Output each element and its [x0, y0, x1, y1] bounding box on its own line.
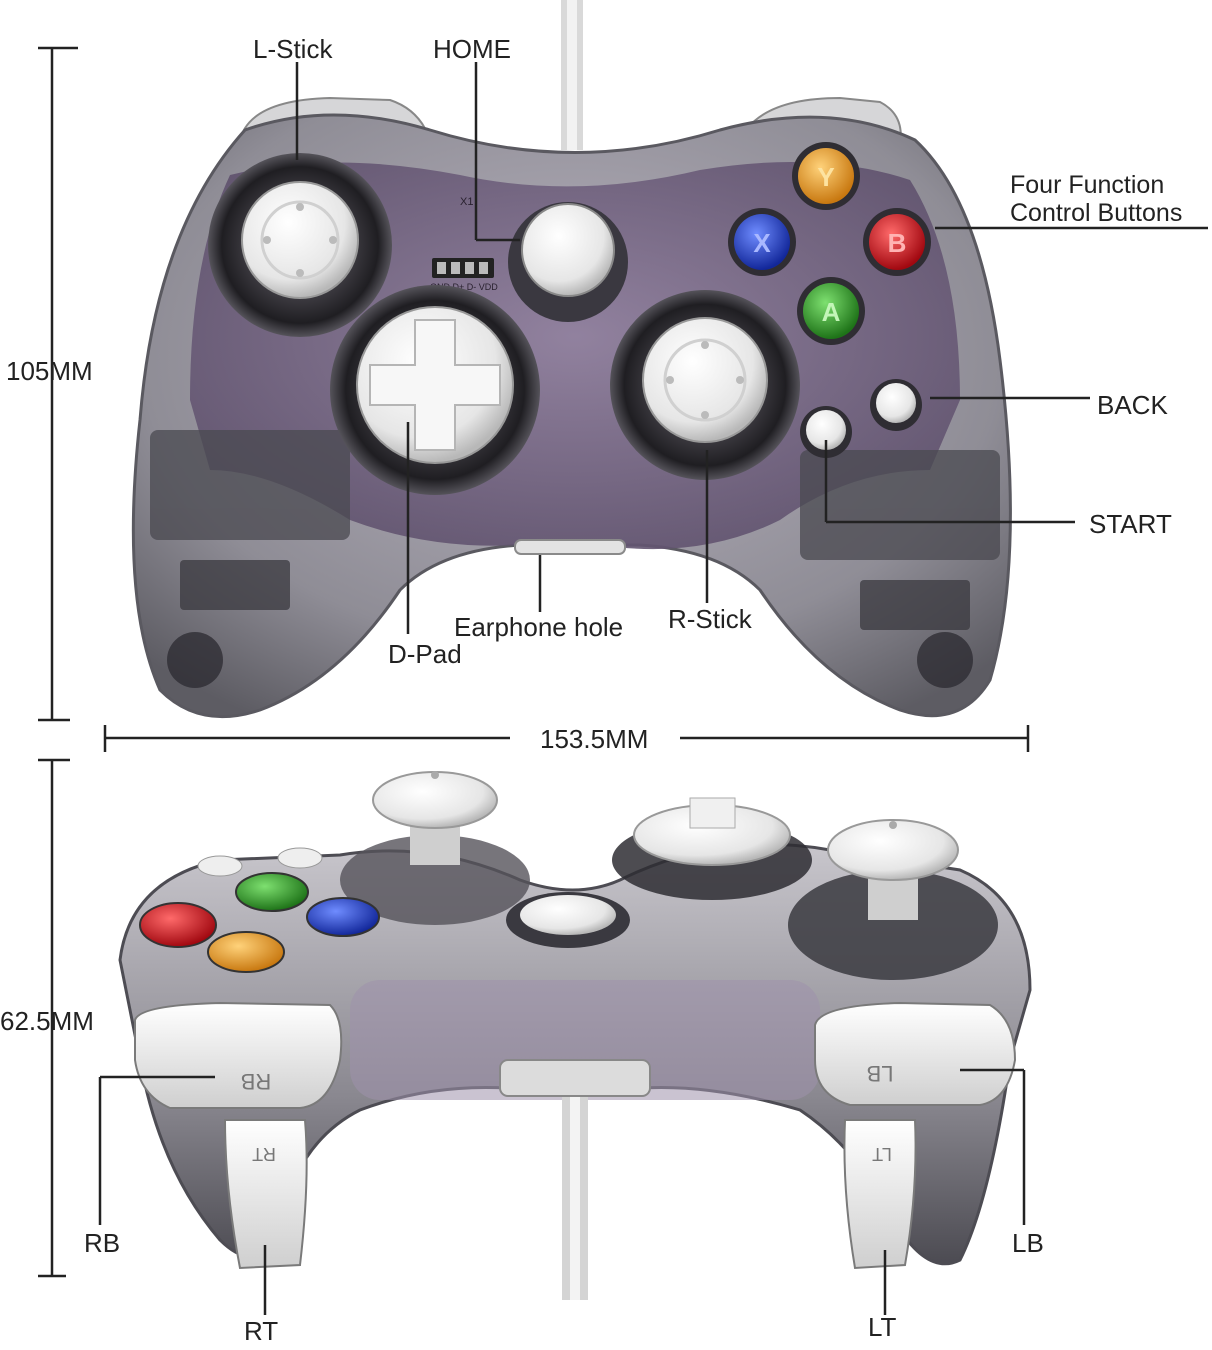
left-stick-back — [340, 771, 530, 925]
dpad-back — [612, 797, 812, 900]
left-stick — [208, 153, 392, 337]
label-home: HOME — [433, 34, 511, 64]
face-buttons: Y X B A — [728, 142, 931, 345]
callout-lines — [38, 46, 1208, 1315]
face-buttons-back — [139, 847, 380, 973]
back-internals — [350, 980, 820, 1100]
label-r-stick: R-Stick — [668, 604, 752, 634]
dimension-width: 153.5MM — [540, 724, 649, 754]
svg-text:A: A — [822, 297, 841, 327]
label-rt: RT — [244, 1316, 279, 1346]
home-button-back — [506, 892, 630, 948]
right-stick — [610, 290, 800, 480]
a-button: A — [797, 277, 865, 345]
rb-bumper: RB — [134, 1001, 343, 1109]
svg-text:B: B — [888, 228, 907, 258]
svg-text:LT: LT — [872, 1144, 892, 1164]
right-stick-back — [788, 819, 998, 980]
controller-back-view: RB LB RT LT — [118, 771, 1032, 1300]
home-button — [508, 202, 628, 322]
x-button: X — [728, 208, 796, 276]
label-four-function: Four Function — [1010, 171, 1165, 199]
earphone-hole — [514, 539, 626, 555]
b-button: B — [863, 208, 931, 276]
lb-bumper: LB — [814, 1001, 1017, 1106]
controller-top-view: GND D+ D- VDD X1 — [131, 0, 1012, 719]
label-lb: LB — [1012, 1228, 1044, 1258]
dpad — [330, 285, 540, 495]
svg-text:X: X — [753, 228, 771, 258]
label-d-pad: D-Pad — [388, 639, 462, 669]
pcb-pins-text: GND D+ D- VDD — [430, 282, 498, 292]
dimension-height-bottom: 62.5MM — [0, 1006, 94, 1036]
pcb-chip-text: X1 — [460, 196, 473, 208]
label-back: BACK — [1097, 390, 1168, 420]
label-lt: LT — [868, 1312, 897, 1342]
label-start: START — [1089, 509, 1172, 539]
cable-port — [499, 1059, 651, 1097]
label-rb: RB — [84, 1228, 121, 1258]
svg-text:LB: LB — [867, 1061, 894, 1086]
y-button: Y — [792, 142, 860, 210]
back-button — [870, 379, 922, 431]
svg-text:Y: Y — [817, 162, 834, 192]
left-grip-internals — [150, 430, 350, 688]
svg-text:RB: RB — [241, 1069, 272, 1094]
right-grip-internals — [800, 450, 1000, 688]
lt-trigger: LT — [843, 1119, 917, 1270]
start-button — [800, 406, 852, 458]
label-earphone-hole: Earphone hole — [454, 612, 624, 642]
rt-trigger: RT — [223, 1119, 308, 1270]
svg-text:RT: RT — [252, 1144, 276, 1164]
dimension-height-top: 105MM — [6, 356, 93, 386]
pin-header — [432, 258, 494, 278]
label-control-buttons: Control Buttons — [1010, 199, 1183, 227]
label-l-stick: L-Stick — [253, 34, 333, 64]
